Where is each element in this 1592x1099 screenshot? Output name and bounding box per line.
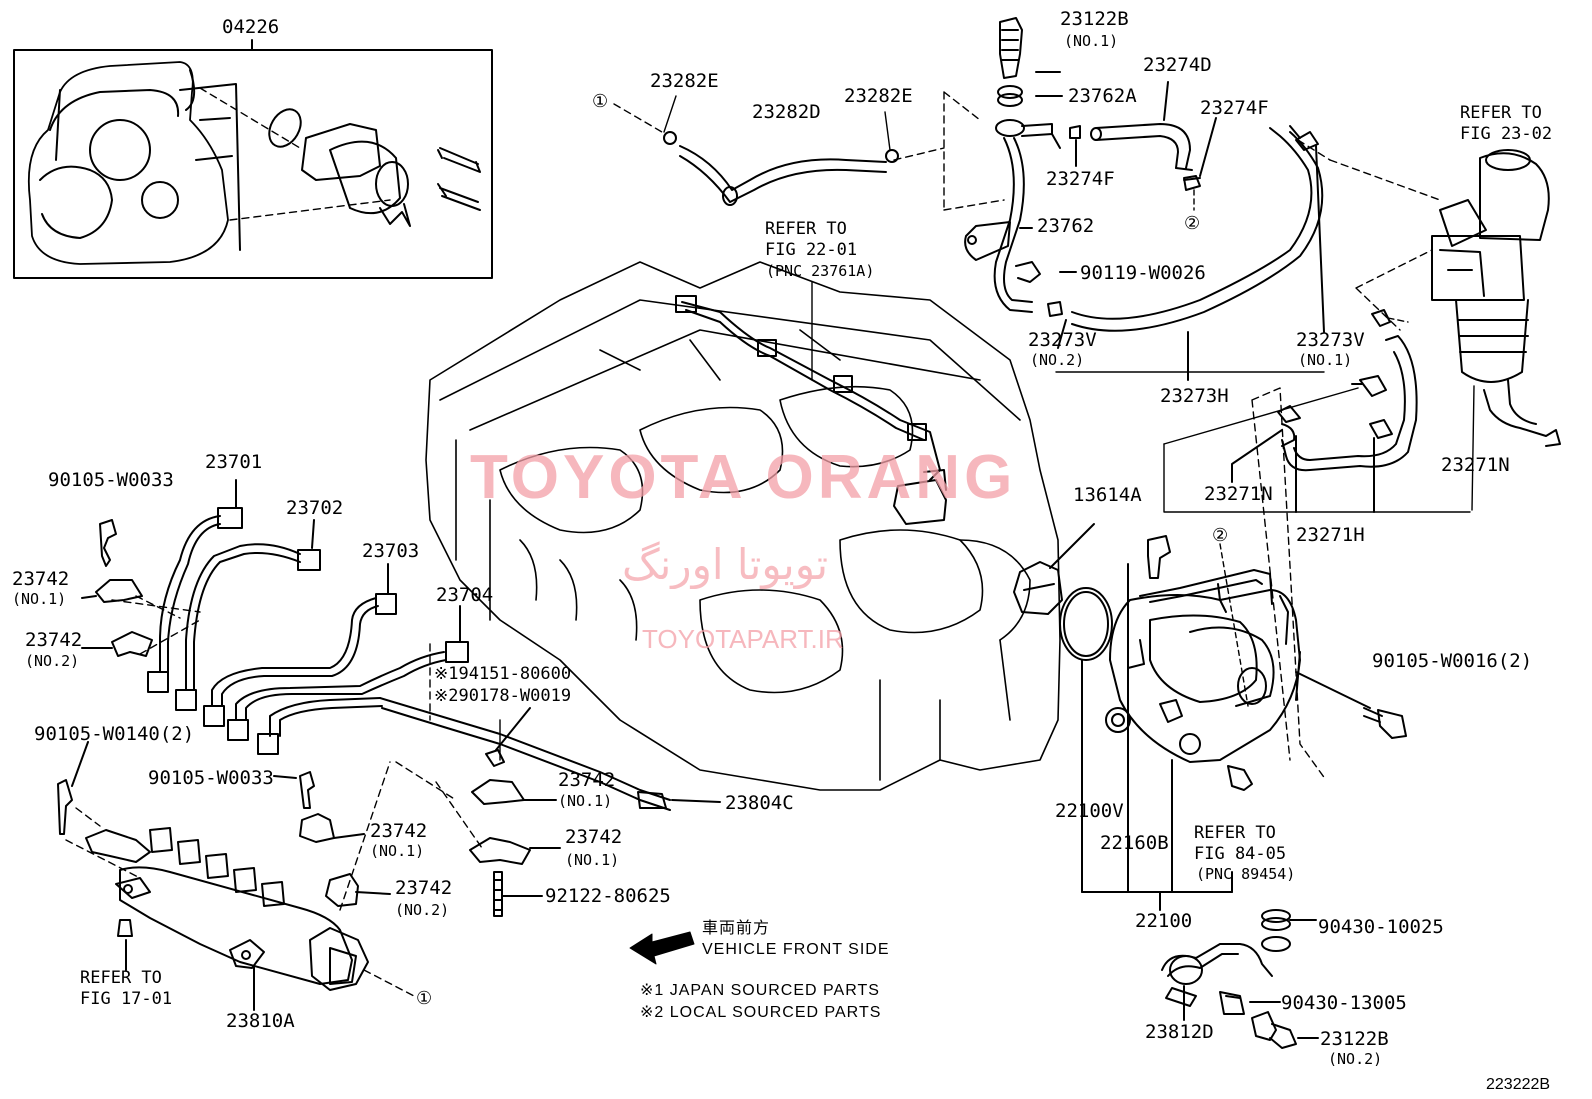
part-sub-label: (NO.1) bbox=[370, 842, 425, 860]
part-number-label: 23274D bbox=[1143, 54, 1212, 76]
figure-reference-note: REFER TO bbox=[765, 219, 847, 239]
part-sub-label: (NO.1) bbox=[565, 851, 620, 869]
local-sourced-part-number: ※290178-W0019 bbox=[434, 686, 572, 706]
connection-marker: ② bbox=[1184, 213, 1201, 234]
part-number-label: 23742 bbox=[558, 769, 616, 791]
leak-pipe bbox=[675, 281, 947, 525]
part-sub-label: (NO.1) bbox=[558, 792, 613, 810]
part-number-label: 23703 bbox=[362, 540, 420, 562]
part-number-label: 23274F bbox=[1046, 168, 1115, 190]
hose-23273H bbox=[1055, 125, 1441, 381]
connection-marker: ② bbox=[1212, 525, 1229, 546]
part-number-label: 23282D bbox=[752, 101, 821, 123]
part-number-label: 23702 bbox=[286, 497, 344, 519]
clamp-group-23271 bbox=[1163, 375, 1471, 781]
part-sub-label: (NO.2) bbox=[1030, 351, 1085, 369]
part-number-label: 23762A bbox=[1068, 85, 1137, 107]
part-sub-label: (NO.1) bbox=[12, 590, 67, 608]
part-number-label: 13614A bbox=[1073, 484, 1142, 506]
figure-reference-note: REFER TO bbox=[1194, 823, 1276, 843]
vehicle-front-label-jp: 車両前方 bbox=[702, 920, 771, 937]
part-number-label: 90105-W0016(2) bbox=[1372, 650, 1533, 672]
figure-reference-note: FIG 23-02 bbox=[1460, 124, 1553, 144]
return-hose bbox=[613, 95, 945, 206]
part-number-label: 23122B bbox=[1320, 1028, 1389, 1050]
part-number-label: 22100 bbox=[1135, 910, 1193, 932]
part-number-label: 23271N bbox=[1204, 483, 1273, 505]
part-sub-label: (NO.1) bbox=[1064, 32, 1119, 50]
part-number-label: 23282E bbox=[650, 70, 719, 92]
part-number-label: 23282E bbox=[844, 85, 913, 107]
part-number-label: 23273V bbox=[1028, 329, 1097, 351]
connection-marker: ① bbox=[416, 988, 433, 1009]
part-number-label: 23742 bbox=[25, 629, 83, 651]
part-number-label: 90105-W0140(2) bbox=[34, 723, 195, 745]
part-number-label: 22100V bbox=[1055, 800, 1124, 822]
part-number-label: 23704 bbox=[436, 584, 494, 606]
part-sub-label: (NO.2) bbox=[395, 901, 450, 919]
pressure-sensor-parts bbox=[1161, 909, 1319, 1049]
part-number-label: 23271N bbox=[1441, 454, 1510, 476]
part-number-label: 23742 bbox=[395, 877, 453, 899]
part-number-label: 23762 bbox=[1037, 215, 1095, 237]
engine-block bbox=[425, 261, 1061, 791]
part-number-label: 23804C bbox=[725, 792, 794, 814]
clamps-center bbox=[395, 707, 561, 917]
part-number-label: 90430-10025 bbox=[1318, 916, 1444, 938]
legend-local-sourced: ※2 LOCAL SOURCED PARTS bbox=[640, 1004, 882, 1021]
watermark-site: TOYOTAPART.IR bbox=[642, 624, 844, 654]
part-number-label: 23701 bbox=[205, 451, 263, 473]
supply-pump bbox=[1013, 523, 1407, 911]
part-number-label: 90119-W0026 bbox=[1080, 262, 1206, 284]
part-sub-label: (NO.2) bbox=[1328, 1050, 1383, 1068]
part-sub-label: (PNC 89454) bbox=[1196, 865, 1296, 883]
part-number-label: 90105-W0033 bbox=[48, 469, 174, 491]
part-number-label: 23273V bbox=[1296, 329, 1365, 351]
connection-marker: ① bbox=[592, 91, 609, 112]
figure-reference-note: FIG 17-01 bbox=[80, 989, 173, 1009]
injection-pipes bbox=[147, 479, 721, 811]
japan-sourced-part-number: ※194151-80600 bbox=[434, 664, 572, 684]
watermark-brand-fa: تویوتا اورنگ bbox=[622, 540, 829, 589]
part-number-label: 04226 bbox=[222, 16, 280, 38]
part-number-label: 23271H bbox=[1296, 524, 1365, 546]
part-number-label: 22160B bbox=[1100, 832, 1169, 854]
figure-reference-note: FIG 84-05 bbox=[1194, 844, 1287, 864]
figure-reference-note: FIG 22-01 bbox=[765, 240, 858, 260]
watermark-brand: TOYOTA ORANG bbox=[470, 443, 1017, 512]
part-number-label: 23742 bbox=[370, 820, 428, 842]
part-number-label: 23812D bbox=[1145, 1021, 1214, 1043]
part-number-label: 23742 bbox=[565, 826, 623, 848]
fuel-filter bbox=[1281, 149, 1561, 511]
common-rail bbox=[57, 741, 415, 1011]
part-sub-label: (NO.1) bbox=[1298, 351, 1353, 369]
vehicle-front-label: VEHICLE FRONT SIDE bbox=[702, 941, 890, 958]
part-number-label: 23810A bbox=[226, 1010, 295, 1032]
part-number-label: 92122-80625 bbox=[545, 885, 671, 907]
figure-reference-note: REFER TO bbox=[1460, 103, 1542, 123]
fuel-pipe-23762 bbox=[943, 17, 1081, 317]
part-number-label: 23742 bbox=[12, 568, 70, 590]
part-number-label: 23122B bbox=[1060, 8, 1129, 30]
part-sub-label: (PNC 23761A) bbox=[766, 262, 875, 280]
figure-code: 223222B bbox=[1486, 1076, 1551, 1093]
part-number-label: 23274F bbox=[1200, 97, 1269, 119]
legend-japan-sourced: ※1 JAPAN SOURCED PARTS bbox=[640, 982, 880, 999]
clamps-left bbox=[81, 519, 201, 657]
pump-assembly-inset bbox=[13, 39, 493, 279]
part-number-label: 90105-W0033 bbox=[148, 767, 274, 789]
part-number-label: 90430-13005 bbox=[1281, 992, 1407, 1014]
part-number-label: 23273H bbox=[1160, 385, 1229, 407]
part-sub-label: (NO.2) bbox=[25, 652, 80, 670]
front-arrow bbox=[629, 931, 695, 965]
hose-23274D bbox=[1090, 81, 1217, 211]
figure-reference-note: REFER TO bbox=[80, 968, 162, 988]
